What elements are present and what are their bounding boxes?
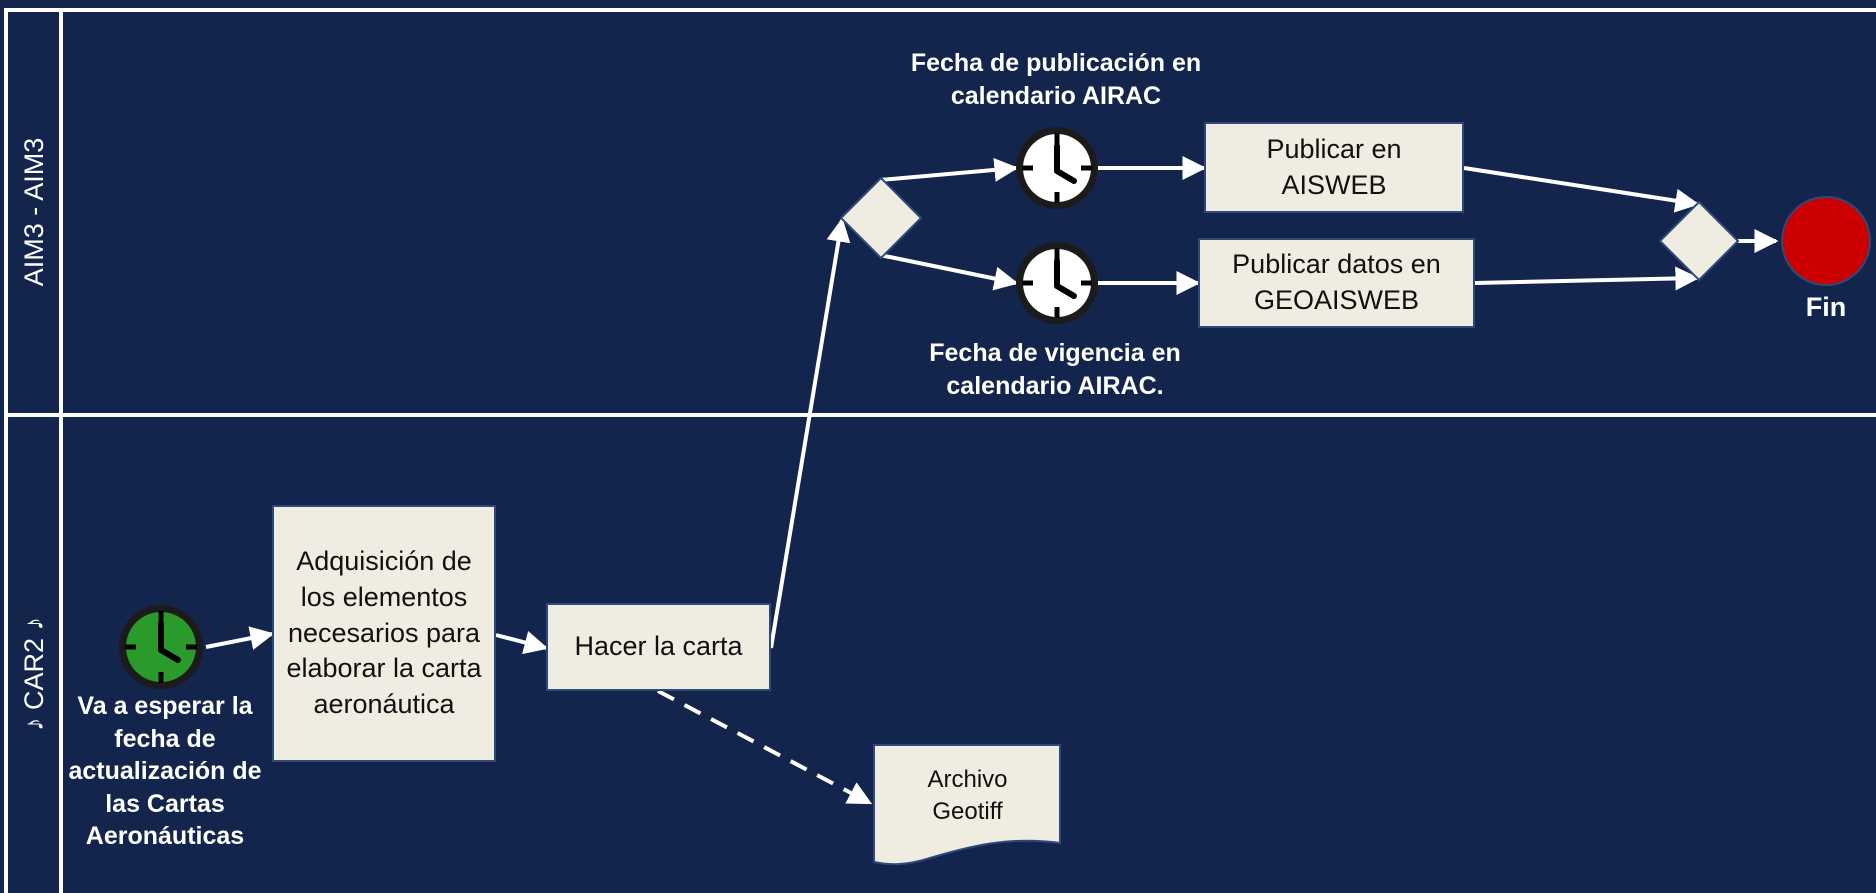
lane-label-car2: ♪ CAR2 ♪ [19,616,49,732]
task-publish-aisweb[interactable]: Publicar en AISWEB [1204,122,1464,213]
geotiff-document-label: Archivo Geotiff [927,766,1008,825]
pool-border [4,8,1876,893]
validity-timer-caption: Fecha de vigencia en calendario AIRAC. [929,339,1181,400]
lane-label-aim3: AIM3 - AIM3 [19,137,49,287]
flow-gateway-to-publication-timer [879,157,1019,182]
flow-start-to-acquisition [205,626,275,650]
split-gateway [839,176,923,260]
data-association-geotiff [657,689,873,805]
start-event-clock-icon [119,605,203,689]
start-event-caption: Va a esperar la fecha de actualización d… [68,692,262,850]
task-publish-geoaisweb[interactable]: Publicar datos en GEOAISWEB [1198,238,1475,328]
validity-timer-clock-icon [1016,242,1098,324]
flow-acquisition-to-chart [495,630,549,655]
join-gateway [1658,200,1740,282]
publication-timer-caption: Fecha de publicación en calendario AIRAC [910,49,1202,110]
end-event-caption: Fin [1805,292,1847,322]
geotiff-document-shape [873,744,1061,866]
end-event [1781,196,1871,286]
flow-aisweb-to-join [1463,166,1700,213]
task-make-chart[interactable]: Hacer la carta [546,603,771,691]
publication-timer-clock-icon [1016,127,1098,209]
sequence-flows [205,156,1779,655]
flow-geoaisweb-to-join [1474,266,1700,291]
flow-gateway-to-validity-timer [879,253,1019,291]
flow-chart-to-gateway [769,217,851,649]
task-acquisition[interactable]: Adquisición de los elementos necesarios … [272,505,496,762]
